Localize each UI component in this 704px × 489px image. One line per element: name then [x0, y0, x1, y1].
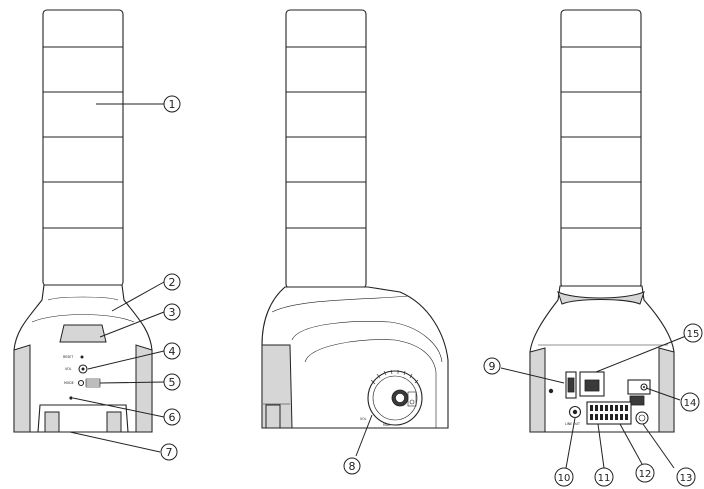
front-indicator — [69, 396, 73, 400]
callout-14: 14 — [680, 392, 700, 412]
line-out-label: LINE OUT — [565, 422, 580, 426]
callout-1-text: 1 — [169, 98, 176, 111]
callout-14-text: 14 — [684, 398, 697, 409]
dc-jack-block — [629, 395, 645, 406]
callout-12-text: 12 — [639, 469, 652, 480]
callout-3: 3 — [163, 303, 181, 321]
callout-13: 13 — [676, 467, 696, 487]
callout-15-text: 15 — [687, 329, 700, 340]
callout-6: 6 — [163, 408, 181, 426]
front-view: RESET VOL MODE — [13, 9, 153, 433]
callout-4: 4 — [163, 342, 181, 360]
side-view: VOL MAX — [261, 9, 449, 429]
side-max-label: MAX — [383, 423, 391, 427]
callout-5: 5 — [163, 373, 181, 391]
back-screw — [548, 388, 554, 394]
callout-numbers: 1 2 3 4 5 6 7 8 — [160, 95, 703, 487]
callout-8-text: 8 — [349, 460, 356, 473]
callout-2-text: 2 — [169, 276, 176, 289]
callout-1: 1 — [163, 95, 181, 113]
callout-15: 15 — [683, 323, 703, 343]
leader-lines — [69, 103, 687, 469]
vol-label: VOL — [65, 367, 72, 371]
callout-8: 8 — [343, 457, 361, 475]
front-light-column — [42, 9, 124, 287]
callout-10-text: 10 — [558, 473, 571, 484]
callout-11-text: 11 — [598, 473, 611, 484]
back-view: LINE OUT — [529, 9, 675, 433]
callout-3-text: 3 — [169, 306, 176, 319]
side-vol-label: VOL — [360, 417, 367, 421]
ground-terminal — [635, 411, 649, 425]
callout-6-text: 6 — [169, 411, 176, 424]
reset-hole — [80, 355, 84, 359]
back-light-column — [560, 9, 642, 289]
reset-label: RESET — [63, 355, 73, 359]
callout-10: 10 — [554, 467, 574, 487]
side-light-column — [285, 9, 367, 289]
callout-12: 12 — [635, 463, 655, 483]
callout-9-text: 9 — [489, 360, 496, 373]
volume-dial — [367, 369, 423, 426]
callout-11: 11 — [594, 467, 614, 487]
mode-switch — [77, 379, 85, 387]
callout-2: 2 — [163, 273, 181, 291]
callout-5-text: 5 — [169, 376, 176, 389]
mode-label: MODE — [64, 381, 74, 385]
front-window — [59, 324, 107, 343]
callout-7-text: 7 — [166, 446, 173, 459]
terminal-block — [586, 401, 632, 425]
callout-4-text: 4 — [169, 345, 176, 358]
callout-9: 9 — [483, 357, 501, 375]
front-stand — [37, 404, 129, 433]
callout-13-text: 13 — [680, 473, 693, 484]
callout-7: 7 — [160, 443, 178, 461]
